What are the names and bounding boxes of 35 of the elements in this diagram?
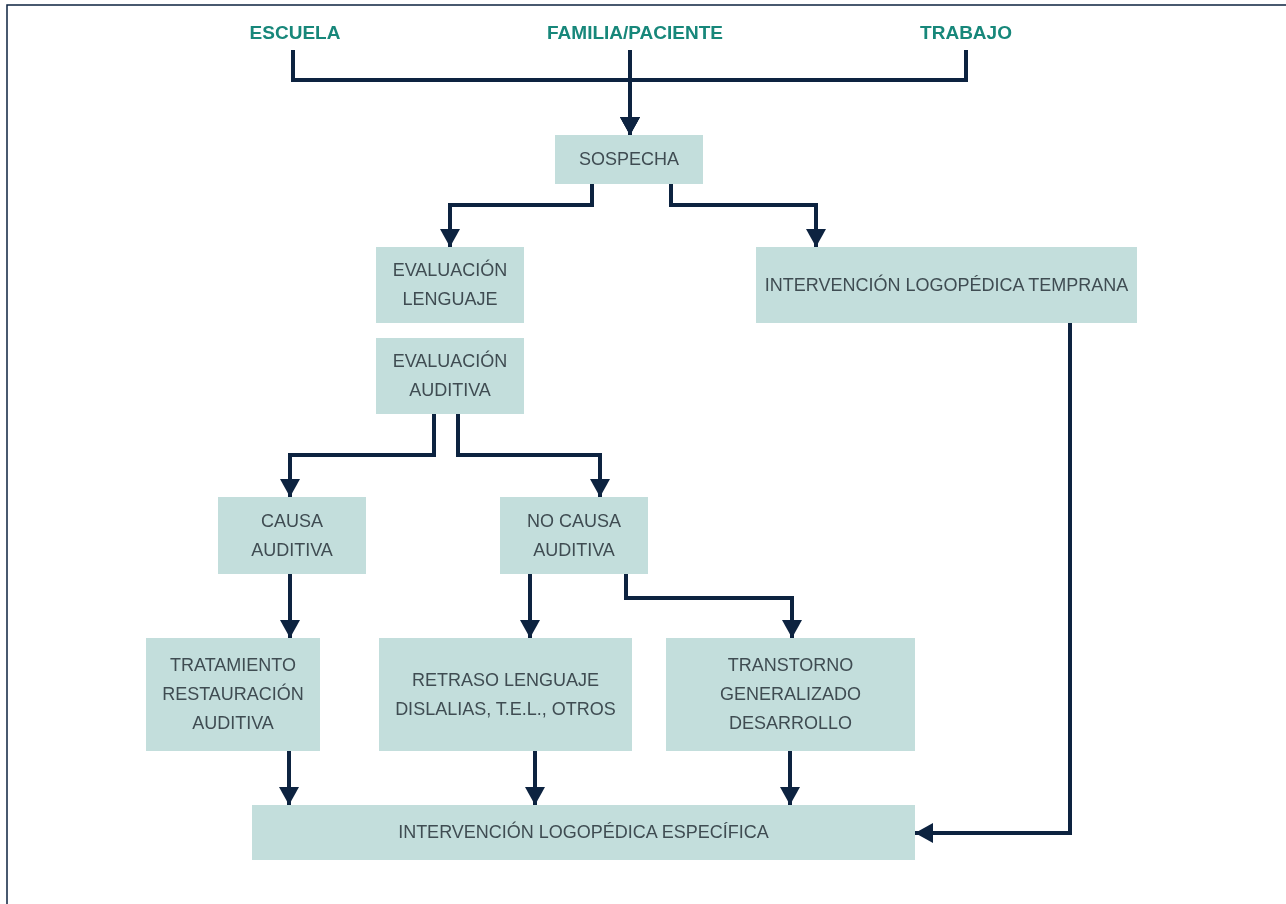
box-text: CAUSA AUDITIVA: [250, 509, 334, 562]
arrow: [624, 574, 802, 638]
box-text: EVALUACIÓN LENGUAJE: [391, 258, 509, 311]
process-box: [555, 135, 703, 184]
source-label: TRABAJO: [920, 22, 1012, 44]
arrow: [280, 414, 436, 497]
source-label: FAMILIA/PACIENTE: [547, 22, 723, 44]
box-text: EVALUACIÓN AUDITIVA: [391, 349, 509, 402]
arrow: [279, 751, 299, 805]
arrow: [525, 751, 545, 805]
arrow: [620, 50, 968, 135]
process-box: [666, 638, 915, 751]
arrow: [280, 574, 300, 638]
process-box: [376, 338, 524, 414]
arrow: [456, 414, 610, 497]
arrow: [915, 323, 1072, 843]
arrow: [440, 184, 594, 247]
process-box: [500, 497, 648, 574]
arrow: [780, 751, 800, 805]
box-text: SOSPECHA: [579, 148, 679, 171]
arrow: [520, 574, 540, 638]
process-box: [379, 638, 632, 751]
box-text: INTERVENCIÓN LOGOPÉDICA ESPECÍFICA: [398, 820, 769, 844]
box-text: NO CAUSA AUDITIVA: [526, 509, 622, 562]
source-label: ESCUELA: [249, 22, 341, 44]
process-box: [146, 638, 320, 751]
box-text: TRANSTORNO GENERALIZADO DESARROLLO: [719, 654, 862, 735]
process-box: [376, 247, 524, 323]
box-text: INTERVENCIÓN LOGOPÉDICA TEMPRANA: [764, 273, 1129, 297]
process-box: [252, 805, 915, 860]
process-box: [218, 497, 366, 574]
box-text: TRATAMIENTO RESTAURACIÓN AUDITIVA: [161, 654, 305, 735]
box-text: RETRASO LENGUAJE DISLALIAS, T.E.L., OTROS: [394, 668, 617, 721]
process-box: [756, 247, 1137, 323]
arrow: [669, 184, 826, 247]
